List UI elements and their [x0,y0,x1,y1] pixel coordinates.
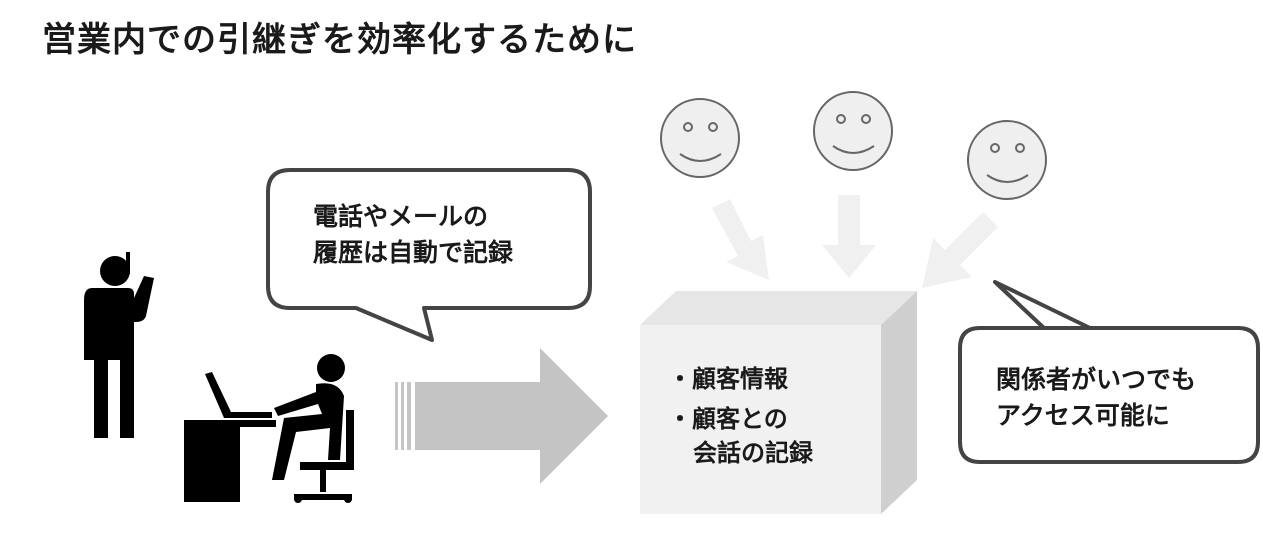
small-arrows [712,195,998,288]
data-box-front [640,325,881,514]
small-arrow-2-icon [822,195,876,278]
bubble-left-text: 電話やメールの 履歴は自動で記録 [313,199,513,271]
person-on-phone-icon [84,252,154,438]
data-box-top [640,291,917,325]
bubble-right-text: 関係者がいつでも アクセス可能に [996,362,1196,434]
person-at-desk-icon [184,354,354,503]
smiley-face-icon [660,98,740,178]
big-arrow-icon [395,348,608,484]
box-item-conversation-line-2: 会話の記録 [693,439,813,467]
bubble-right-line-2: アクセス可能に [996,401,1170,430]
bubble-left-line-2: 履歴は自動で記録 [313,238,514,267]
small-arrow-1-icon [712,199,769,280]
box-item-customer-info: ・顧客情報 [668,365,788,393]
speech-bubble-left [266,168,592,342]
speech-bubble-right [958,280,1260,464]
data-box [640,291,917,514]
bubble-left-line-1: 電話やメールの [313,202,489,231]
box-item-conversation-line-1: ・顧客との [668,405,788,433]
small-arrow-3-icon [922,212,998,288]
bubble-right-line-1: 関係者がいつでも [996,365,1197,394]
page-title: 営業内での引継ぎを効率化するために [42,20,637,60]
data-box-side [881,291,917,514]
box-text: ・顧客情報 ・顧客との 会話の記録 [668,362,813,470]
smiley-face-icon [967,120,1047,200]
smiley-face-icon [813,91,893,171]
